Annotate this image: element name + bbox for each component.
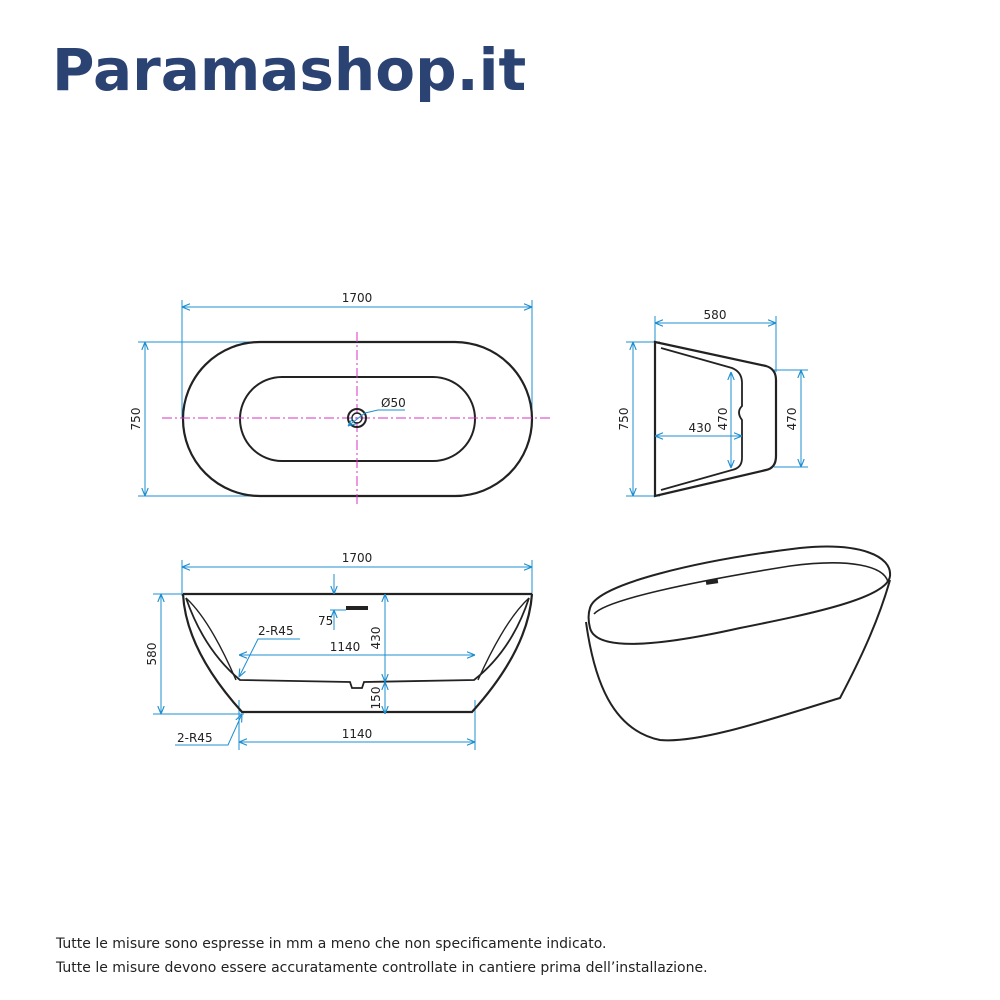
top-view-extension-lines	[138, 300, 533, 497]
lower-radius-label: 2-R45	[177, 731, 213, 745]
top-length-label: 1700	[342, 291, 373, 305]
front-base-height-label: 150	[369, 687, 383, 710]
front-inner-length-label: 1140	[330, 640, 361, 654]
front-base-length-label: 1140	[342, 727, 373, 741]
footer-note-verify: Tutte le misure devono essere accuratame…	[56, 960, 708, 976]
top-view: Ø50 1700 750	[129, 291, 552, 506]
isometric-body	[585, 579, 891, 742]
top-width-label: 750	[129, 408, 143, 431]
front-length-label: 1700	[342, 551, 373, 565]
side-outer-height-label: 470	[785, 408, 799, 431]
side-view: 580 750 430 470 470	[617, 308, 808, 498]
side-inner-height-label: 470	[716, 408, 730, 431]
overflow-label: 75	[318, 614, 333, 628]
side-width-label: 580	[704, 308, 727, 322]
drain-icon	[347, 408, 367, 428]
drain-diameter-label: Ø50	[381, 396, 406, 410]
isometric-view	[585, 545, 892, 742]
upper-radius-label: 2-R45	[258, 624, 294, 638]
side-view-outer-profile	[653, 340, 778, 498]
isometric-overflow-icon	[705, 579, 719, 585]
front-view: 1700 580 75 430 150 1140 2-R45 2-R45 114…	[145, 551, 534, 750]
front-view-right-flange	[477, 597, 530, 681]
isometric-rim	[587, 545, 892, 645]
front-height-label: 580	[145, 643, 159, 666]
brand-title: Paramashop.it	[52, 36, 527, 104]
footer-notes: Tutte le misure sono espresse in mm a me…	[56, 932, 708, 980]
front-view-outer-shell	[181, 593, 534, 714]
overflow-icon	[346, 606, 368, 610]
lower-radius-leader	[175, 714, 242, 746]
front-view-left-flange	[185, 597, 237, 681]
side-view-inner-profile	[660, 347, 743, 491]
isometric-inner-rim	[593, 562, 889, 615]
front-inner-depth-label: 430	[369, 627, 383, 650]
footer-note-units: Tutte le misure sono espresse in mm a me…	[56, 936, 607, 952]
side-height-label: 750	[617, 408, 631, 431]
front-view-inner-basin	[185, 597, 530, 689]
upper-radius-leader	[239, 638, 300, 677]
drain-leader	[348, 409, 405, 426]
side-view-extension-lines	[626, 316, 808, 497]
side-inner-depth-label: 430	[689, 421, 712, 435]
